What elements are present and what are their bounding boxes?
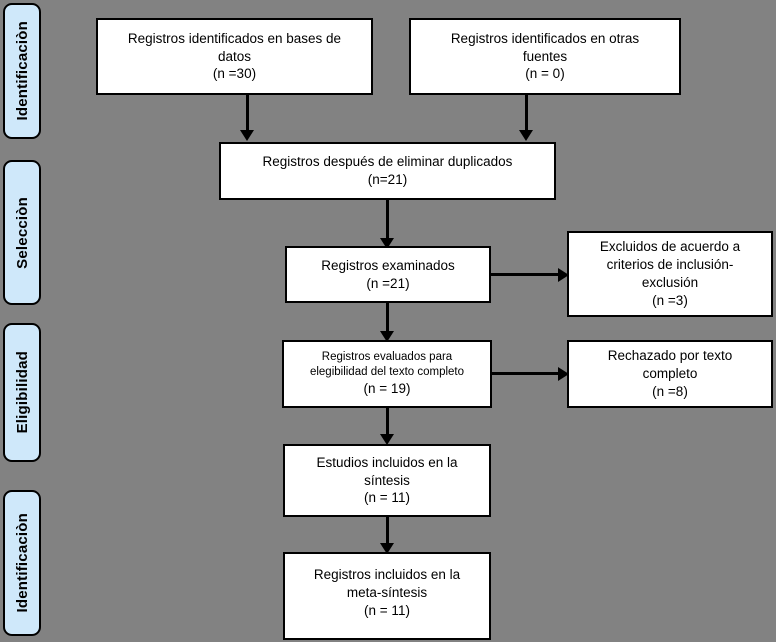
box-studies-included-synthesis: Estudios incluidos en la síntesis (n = 1…	[283, 444, 491, 517]
box-count: (n = 11)	[364, 602, 410, 618]
connector-other-sources-to-duplicates	[525, 95, 528, 133]
box-line-1: Registros incluidos en la	[313, 567, 461, 582]
box-records-identified-databases: Registros identificados en bases de dato…	[96, 18, 373, 95]
box-records-identified-databases-text: Registros identificados en bases de dato…	[104, 30, 365, 83]
box-line-1: Rechazado por texto	[607, 348, 733, 364]
box-records-excluded-text: Excluidos de acuerdo a criterios de incl…	[575, 238, 765, 309]
box-line-1: Registros examinados	[321, 257, 455, 273]
arrowhead-eligibility-to-included	[380, 434, 394, 445]
box-line-2: completo	[642, 366, 698, 382]
connector-eligibility-to-included	[386, 408, 389, 437]
connector-eligibility-to-rejected	[492, 372, 565, 375]
stage-tab-label: Identificaciòn	[13, 21, 31, 121]
stage-tab-label: Selecciòn	[13, 196, 31, 269]
arrowhead-duplicates-to-screened	[380, 238, 394, 249]
arrowhead-screened-to-eligibility	[380, 331, 394, 342]
box-count: (n =21)	[366, 275, 410, 291]
box-line-1: Registros después de eliminar duplicados	[262, 154, 513, 170]
box-full-text-assessed-text: Registros evaluados para elegibilidad de…	[290, 350, 484, 398]
stage-tab-eligibilidad: Eligibilidad	[3, 323, 41, 462]
connector-databases-to-duplicates	[246, 95, 249, 133]
box-records-identified-other-sources-text: Registros identificados en otras fuentes…	[417, 30, 673, 83]
box-line-2: elegibilidad del texto completo	[309, 366, 465, 379]
arrowhead-databases-to-duplicates	[240, 130, 254, 141]
box-line-2: meta-síntesis	[346, 584, 428, 600]
box-full-text-rejected: Rechazado por texto completo (n =8)	[567, 340, 773, 408]
box-records-included-meta-synthesis: Registros incluidos en la meta-síntesis …	[283, 552, 491, 640]
arrowhead-included-to-meta-synthesis	[380, 543, 394, 554]
stage-tab-label: Identificaciòn	[13, 513, 31, 613]
connector-duplicates-to-screened	[386, 200, 389, 241]
box-line-1: Registros identificados en otras	[450, 30, 640, 46]
box-line-1: Excluidos de acuerdo a	[599, 239, 741, 255]
box-line-2: datos	[217, 48, 252, 64]
stage-tab-identificacion-1: Identificaciòn	[3, 3, 41, 139]
arrowhead-screened-to-excluded	[558, 268, 569, 282]
box-line-3: exclusión	[641, 275, 699, 290]
box-count: (n = 19)	[363, 380, 411, 396]
connector-included-to-meta-synthesis	[386, 517, 389, 546]
box-records-screened: Registros examinados (n =21)	[285, 246, 491, 303]
box-records-after-duplicates-removed-text: Registros después de eliminar duplicados…	[227, 153, 548, 189]
box-full-text-rejected-text: Rechazado por texto completo (n =8)	[575, 347, 765, 400]
box-line-2: fuentes	[522, 48, 568, 64]
box-line-1: Estudios incluidos en la	[316, 454, 458, 470]
box-line-2: criterios de inclusión-	[606, 257, 734, 273]
box-line-1: Registros evaluados para	[321, 351, 453, 364]
connector-screened-to-eligibility	[386, 303, 389, 334]
box-count: (n =3)	[652, 292, 688, 308]
arrowhead-other-sources-to-duplicates	[519, 130, 533, 141]
box-records-included-meta-synthesis-text: Registros incluidos en la meta-síntesis …	[291, 566, 483, 619]
box-count: (n=21)	[367, 172, 408, 187]
box-line-2: síntesis	[364, 472, 410, 488]
box-records-excluded: Excluidos de acuerdo a criterios de incl…	[567, 231, 773, 317]
stage-tab-label: Eligibilidad	[13, 351, 31, 434]
box-count: (n = 0)	[525, 66, 565, 82]
box-count: (n =8)	[652, 383, 688, 399]
box-count: (n =30)	[212, 66, 257, 82]
stage-tab-seleccion: Selecciòn	[3, 160, 41, 305]
box-line-1: Registros identificados en bases de	[127, 30, 342, 46]
box-records-screened-text: Registros examinados (n =21)	[293, 257, 483, 293]
box-full-text-assessed: Registros evaluados para elegibilidad de…	[282, 340, 492, 408]
box-records-after-duplicates-removed: Registros después de eliminar duplicados…	[219, 142, 556, 200]
box-count: (n = 11)	[364, 490, 410, 506]
box-records-identified-other-sources: Registros identificados en otras fuentes…	[409, 18, 681, 95]
arrowhead-eligibility-to-rejected	[558, 367, 569, 381]
box-studies-included-synthesis-text: Estudios incluidos en la síntesis (n = 1…	[291, 454, 483, 507]
stage-tab-identificacion-2: Identificaciòn	[3, 490, 41, 636]
connector-screened-to-excluded	[491, 273, 565, 276]
